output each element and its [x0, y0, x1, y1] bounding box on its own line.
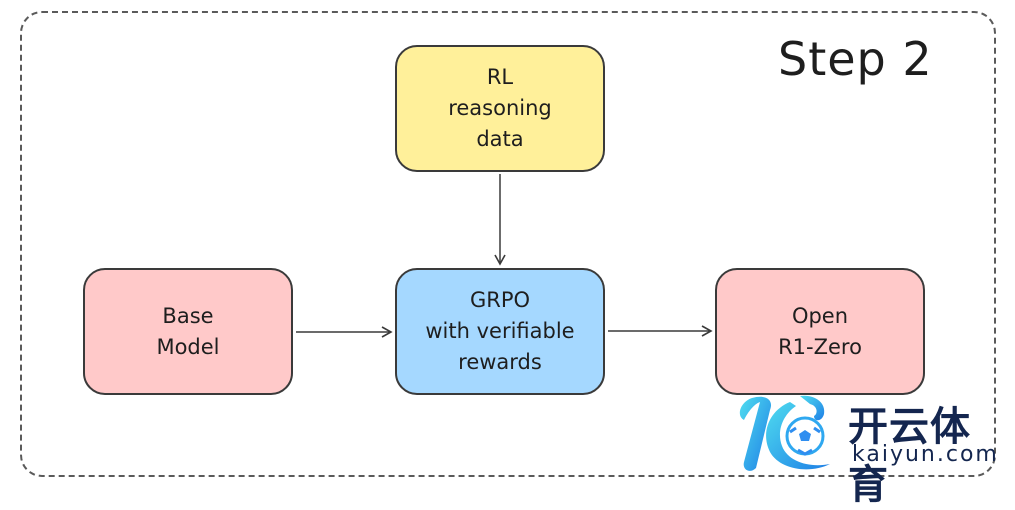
node-label: Open R1-Zero — [778, 303, 862, 359]
node-open-r1-zero: Open R1-Zero — [715, 268, 925, 395]
node-rl-reasoning-data: RL reasoning data — [395, 45, 605, 172]
step-title: Step 2 — [778, 32, 933, 86]
watermark-domain: kaiyun.com — [852, 442, 999, 467]
watermark-logo: 开云体育 kaiyun.com — [730, 392, 1010, 508]
node-grpo: GRPO with verifiable rewards — [395, 268, 605, 395]
node-label: Base Model — [156, 303, 220, 359]
node-base-model: Base Model — [83, 268, 293, 395]
node-label: RL reasoning data — [448, 65, 552, 151]
kaiyun-logo-icon — [739, 395, 830, 471]
step-frame — [20, 11, 996, 477]
node-label: GRPO with verifiable rewards — [425, 288, 575, 374]
